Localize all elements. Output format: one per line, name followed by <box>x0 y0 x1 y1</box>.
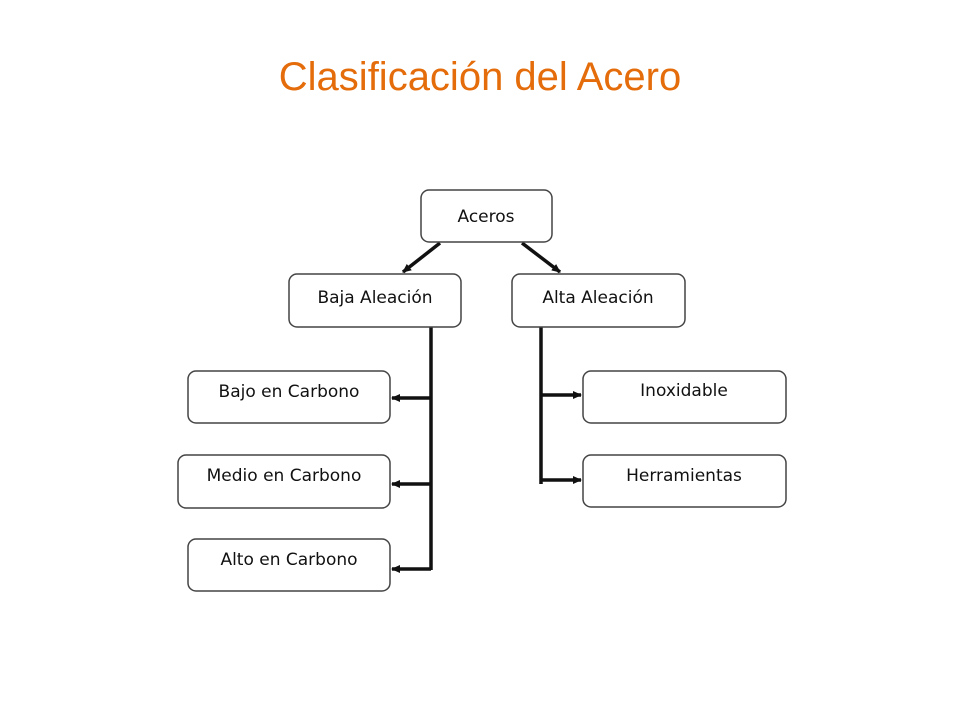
node-medio-en-carbono: Medio en Carbono <box>177 454 391 509</box>
node-label-medio-en-carbono: Medio en Carbono <box>207 466 362 486</box>
node-label-alta-aleacion: Alta Aleación <box>542 288 653 308</box>
node-alta-aleacion: Alta Aleación <box>511 273 686 328</box>
node-baja-aleacion: Baja Aleación <box>288 273 462 328</box>
node-bajo-en-carbono: Bajo en Carbono <box>187 370 391 424</box>
node-herramientas: Herramientas <box>582 454 787 508</box>
node-inoxidable: Inoxidable <box>582 370 787 424</box>
node-label-baja-aleacion: Baja Aleación <box>317 288 432 308</box>
arrow-root-to-alta <box>520 241 562 274</box>
arrow-root-to-baja <box>401 241 442 274</box>
node-label-aceros: Aceros <box>457 207 514 227</box>
node-alto-en-carbono: Alto en Carbono <box>187 538 391 592</box>
node-label-inoxidable: Inoxidable <box>640 381 728 401</box>
node-label-bajo-en-carbono: Bajo en Carbono <box>219 382 360 402</box>
node-aceros: Aceros <box>420 189 553 243</box>
node-label-alto-en-carbono: Alto en Carbono <box>220 550 357 570</box>
node-label-herramientas: Herramientas <box>626 466 742 486</box>
page-title: Clasificación del Acero <box>278 55 682 99</box>
